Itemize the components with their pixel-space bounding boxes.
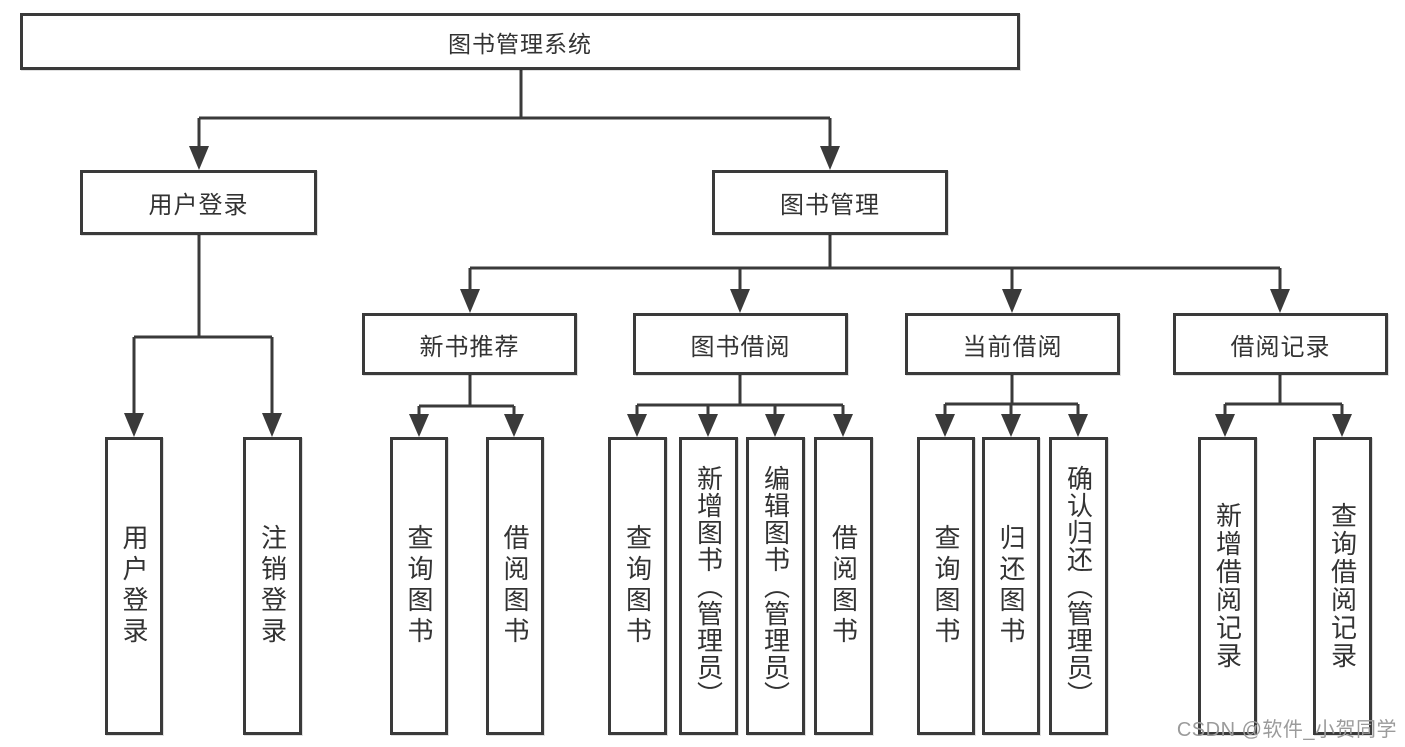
arrowhead-icon — [1270, 289, 1290, 313]
arrowhead-icon — [698, 414, 718, 437]
node-book-management: 图书管理 — [712, 170, 948, 235]
node-borrowing-records: 借阅记录 — [1173, 313, 1388, 375]
leaf-currentborrow-confirm-return-admin: 确认归还（管理员） — [1049, 437, 1108, 735]
arrowheads — [124, 146, 1352, 437]
arrowhead-icon — [1002, 289, 1022, 313]
leaf-user-login: 用户登录 — [105, 437, 163, 735]
arrowhead-icon — [765, 414, 785, 437]
leaf-currentborrow-return-books: 归还图书 — [982, 437, 1040, 735]
arrowhead-icon — [820, 146, 840, 170]
leaf-newbook-borrow-books: 借阅图书 — [486, 437, 544, 735]
leaf-bookborrow-add-books-admin: 新增图书（管理员） — [679, 437, 738, 735]
node-book-borrowing: 图书借阅 — [633, 313, 848, 375]
leaf-bookborrow-edit-books-admin: 编辑图书（管理员） — [746, 437, 805, 735]
leaf-record-add-borrow-record: 新增借阅记录 — [1198, 437, 1257, 735]
leaf-bookborrow-borrow-books: 借阅图书 — [814, 437, 873, 735]
arrowhead-icon — [730, 289, 750, 313]
leaf-record-query-borrow-record: 查询借阅记录 — [1313, 437, 1372, 735]
node-user-login: 用户登录 — [80, 170, 317, 235]
leaf-newbook-query-books: 查询图书 — [390, 437, 448, 735]
arrowhead-icon — [1332, 414, 1352, 437]
leaf-bookborrow-query-books: 查询图书 — [608, 437, 667, 735]
arrowhead-icon — [1215, 414, 1235, 437]
arrowhead-icon — [409, 414, 429, 437]
csdn-watermark: CSDN @软件_小贺同学 — [1176, 719, 1397, 741]
node-new-book-recommendation: 新书推荐 — [362, 313, 577, 375]
node-library-management-system: 图书管理系统 — [20, 13, 1020, 70]
leaf-currentborrow-query-books: 查询图书 — [917, 437, 975, 735]
arrowhead-icon — [1068, 414, 1088, 437]
arrowhead-icon — [1001, 414, 1021, 437]
arrowhead-icon — [833, 414, 853, 437]
arrowhead-icon — [627, 414, 647, 437]
arrowhead-icon — [504, 414, 524, 437]
arrowhead-icon — [262, 413, 282, 437]
node-current-borrowing: 当前借阅 — [905, 313, 1120, 375]
arrowhead-icon — [124, 413, 144, 437]
arrowhead-icon — [460, 289, 480, 313]
leaf-logout: 注销登录 — [243, 437, 302, 735]
arrowhead-icon — [935, 414, 955, 437]
arrowhead-icon — [189, 146, 209, 170]
